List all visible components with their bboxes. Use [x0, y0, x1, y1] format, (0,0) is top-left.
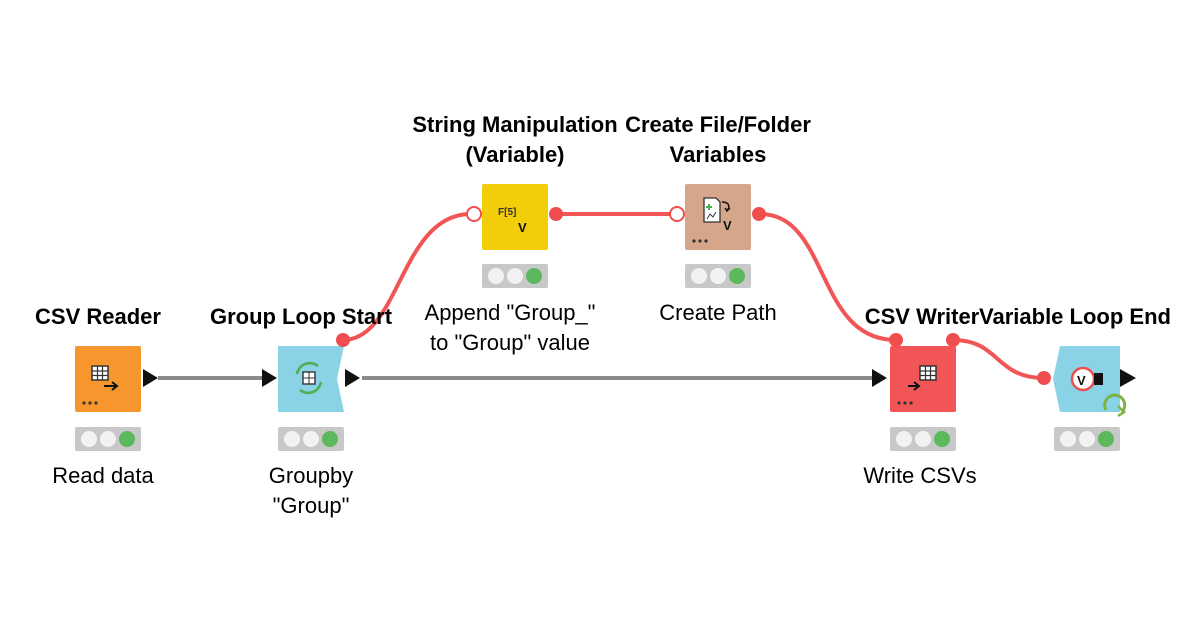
status-indicator-string-manipulation: [482, 264, 548, 288]
loop-cycle-icon: [295, 361, 323, 395]
output-port-data[interactable]: [1120, 369, 1136, 387]
node-create-path[interactable]: V: [669, 184, 766, 250]
loop-end-icon-sub: V: [1077, 373, 1086, 388]
variable-connection-createpath-to-writer[interactable]: [759, 212, 897, 342]
status-indicator-group-loop-start: [278, 427, 344, 451]
output-port-variable[interactable]: [549, 207, 563, 221]
status-indicator-variable-loop-end: [1054, 427, 1120, 451]
node-title-csv-reader: CSV Reader: [35, 304, 161, 329]
status-indicator-csv-writer: [890, 427, 956, 451]
node-title-variable-loop-end: Variable Loop End: [979, 304, 1171, 329]
dots-icon: [692, 239, 708, 243]
input-port-data[interactable]: [872, 369, 887, 387]
table-arrow-icon: [91, 365, 119, 391]
node-variable-loop-end[interactable]: V: [1037, 346, 1136, 418]
node-title-csv-writer: CSV Writer: [864, 304, 980, 329]
loop-end-icon: V: [1070, 366, 1127, 418]
node-description-group-loop-start: Groupby "Group": [268, 463, 354, 518]
status-indicator-csv-reader: [75, 427, 141, 451]
input-port-variable[interactable]: [466, 206, 482, 222]
node-group-loop-start[interactable]: [262, 333, 360, 412]
node-title-create-path: Create File/Folder Variables: [625, 112, 811, 167]
output-port-data[interactable]: [345, 369, 360, 387]
dots-icon: [897, 401, 913, 405]
input-port-variable[interactable]: [1037, 371, 1051, 385]
table-arrow-icon: [908, 365, 937, 391]
node-description-csv-writer: Write CSVs: [863, 463, 977, 488]
output-port-variable[interactable]: [336, 333, 350, 347]
function-icon: F[5] V: [498, 207, 527, 235]
output-port-data[interactable]: [143, 369, 158, 387]
node-csv-reader[interactable]: [75, 346, 158, 412]
file-variable-icon: V: [703, 197, 732, 233]
node-description-string-manipulation: Append "Group_" to "Group" value: [424, 300, 596, 355]
node-title-string-manipulation: String Manipulation (Variable): [412, 112, 618, 167]
dots-icon: [82, 401, 98, 405]
status-indicator-create-path: [685, 264, 751, 288]
output-port-variable[interactable]: [752, 207, 766, 221]
function-icon-text: F[5]: [498, 207, 516, 218]
node-description-csv-reader: Read data: [52, 463, 154, 488]
node-csv-writer[interactable]: [872, 333, 960, 412]
input-port-data[interactable]: [262, 369, 277, 387]
file-variable-icon-sub: V: [723, 218, 732, 233]
variable-connection-writer-to-loopend[interactable]: [952, 338, 1045, 380]
variable-connection-loopstart-to-stringmanip[interactable]: [342, 212, 471, 342]
node-description-create-path: Create Path: [659, 300, 777, 325]
node-title-group-loop-start: Group Loop Start: [209, 304, 393, 329]
output-port-variable[interactable]: [946, 333, 960, 347]
node-string-manipulation[interactable]: F[5] V: [466, 184, 563, 250]
function-icon-sub: V: [518, 220, 527, 235]
input-port-variable[interactable]: [889, 333, 903, 347]
input-port-variable[interactable]: [669, 206, 685, 222]
